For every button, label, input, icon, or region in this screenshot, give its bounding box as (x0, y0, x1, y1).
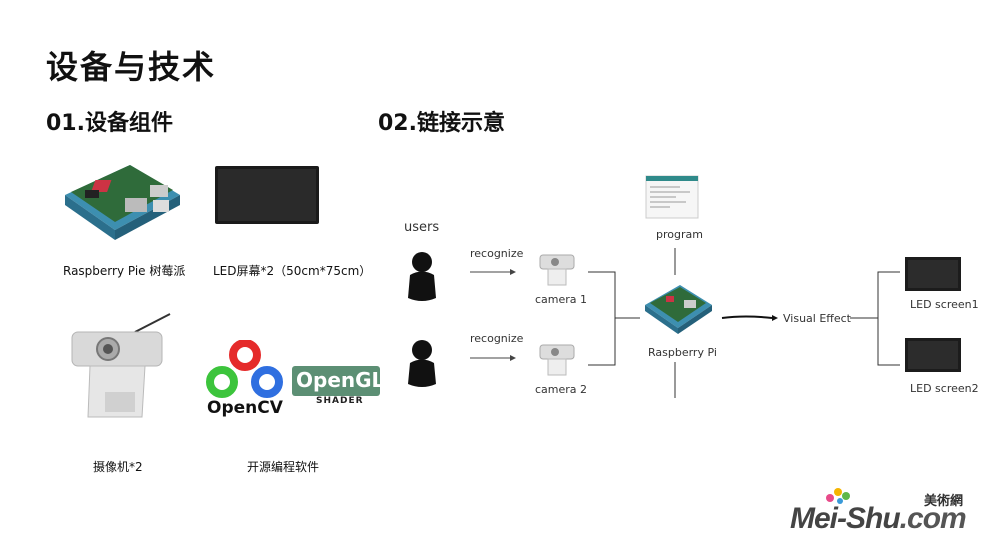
led-screen-2-icon (905, 338, 961, 372)
effect-to-screens-connector (850, 271, 900, 366)
led-screen-image (215, 166, 319, 224)
label-visual-effect: Visual Effect (783, 312, 851, 325)
caption-software: 开源编程软件 (247, 460, 320, 474)
visual-effect-arrow (721, 315, 778, 321)
watermark-main-text: Mei-Shu (790, 502, 901, 535)
label-recognize-1: recognize (470, 247, 524, 260)
caption-raspberry: Raspberry Pie 树莓派 (63, 264, 186, 278)
opengl-logo (292, 366, 380, 396)
watermark-dotcom-text: .com (899, 502, 967, 535)
caption-led: LED屏幕*2（50cm*75cm） (213, 264, 372, 278)
label-led-screen-2: LED screen2 (910, 382, 979, 395)
page-title: 设备与技术 (46, 48, 217, 86)
camera-to-pi-connector (588, 271, 640, 366)
watermark-cn-text: 美術網 (924, 494, 964, 509)
watermark-flower-icon (826, 488, 850, 504)
led-screen-1-icon (905, 257, 961, 291)
opencv-text: OpenCV (207, 398, 283, 418)
section-heading-connection: 02.链接示意 (378, 111, 505, 136)
label-raspberry-pi: Raspberry Pi (648, 346, 717, 359)
label-program: program (656, 228, 703, 241)
user-figure-1 (408, 252, 436, 301)
opencv-logo (206, 340, 283, 398)
user-figure-2 (408, 340, 436, 387)
raspberry-pi-image (65, 165, 180, 240)
label-users: users (404, 220, 440, 235)
opengl-subtext: SHADER (316, 396, 364, 406)
opengl-text: OpenGL (296, 368, 385, 392)
raspberry-pi-icon (645, 285, 712, 334)
caption-camera: 摄像机*2 (93, 460, 143, 474)
label-camera-1: camera 1 (535, 293, 588, 306)
program-thumbnail (645, 175, 699, 219)
watermark-logo: Mei-Shu.com (790, 502, 967, 536)
webcam-image (71, 313, 171, 418)
camera-2-icon (539, 344, 575, 376)
section-heading-components: 01.设备组件 (46, 111, 173, 136)
camera-1-icon (539, 254, 575, 286)
label-camera-2: camera 2 (535, 383, 588, 396)
label-recognize-2: recognize (470, 332, 524, 345)
recognize-arrow-2 (470, 355, 516, 361)
label-led-screen-1: LED screen1 (910, 298, 979, 311)
recognize-arrow-1 (470, 269, 516, 275)
